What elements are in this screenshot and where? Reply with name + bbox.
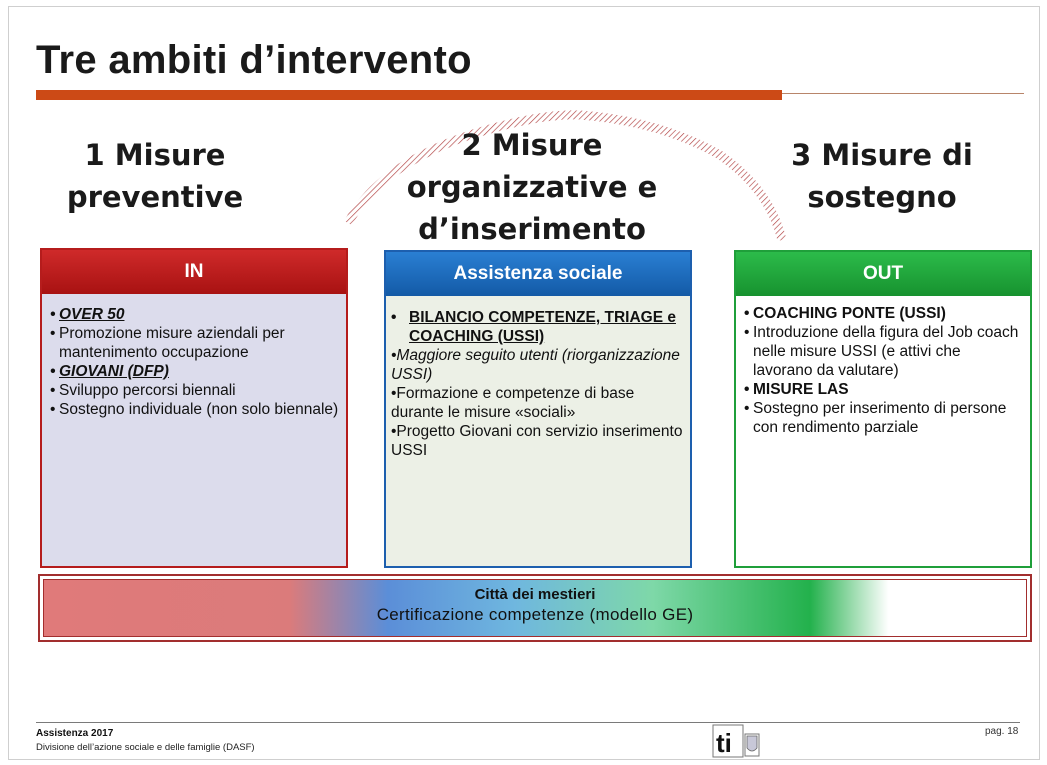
heading-line: 3 Misure di	[791, 138, 973, 172]
list-item: Introduzione della figura del Job coach …	[744, 323, 1024, 380]
list-item: OVER 50	[50, 305, 340, 324]
heading-line: preventive	[66, 180, 244, 214]
box-out: OUT COACHING PONTE (USSI) Introduzione d…	[734, 250, 1032, 568]
heading-misure-preventive: 1 Misure preventive	[40, 134, 270, 218]
heading-line: 2 Misure	[461, 128, 603, 162]
list-item: MISURE LAS	[744, 380, 1024, 399]
page-title: Tre ambiti d’intervento	[36, 38, 472, 82]
dome-arc-decoration	[344, 110, 787, 242]
box-assistenza-header: Assistenza sociale	[386, 252, 690, 296]
list-item: Promozione misure aziendali per mantenim…	[50, 324, 340, 362]
box-assistenza-sociale: Assistenza sociale BILANCIO COMPETENZE, …	[384, 250, 692, 568]
list-item: GIOVANI (DFP)	[50, 362, 340, 381]
heading-misure-sostegno: 3 Misure di sostegno	[752, 134, 1012, 218]
banner-subtitle: Certificazione competenze (modello GE)	[376, 605, 694, 624]
list-item: Sostegno per inserimento di persone con …	[744, 399, 1024, 437]
banner-gradient: Città dei mestieri Certificazione compet…	[43, 579, 1027, 637]
list-item: Sviluppo percorsi biennali	[50, 381, 340, 400]
list-item: COACHING PONTE (USSI)	[744, 304, 1024, 323]
ticino-logo-icon: ti	[712, 724, 760, 758]
list-item: •Maggiore seguito utenti (riorganizzazio…	[391, 347, 680, 383]
heading-line: 1 Misure	[84, 138, 226, 172]
list-item: •Formazione e competenze di base durante…	[391, 385, 635, 421]
slide-border	[8, 6, 1040, 760]
page-number: pag. 18	[985, 726, 1019, 737]
banner-title: Città dei mestieri	[474, 586, 596, 603]
heading-line: sostegno	[807, 180, 957, 214]
box-out-header: OUT	[736, 252, 1030, 296]
heading-line: organizzative e	[406, 170, 658, 204]
box-out-body: COACHING PONTE (USSI) Introduzione della…	[736, 296, 1030, 437]
footer-org: Assistenza 2017	[36, 728, 114, 739]
list-item-title: BILANCIO COMPETENZE, TRIAGE e COACHING (…	[391, 308, 684, 346]
footer-rule	[36, 722, 1020, 723]
heading-misure-organizzative: 2 Misure organizzative e d’inserimento	[402, 124, 662, 250]
list-item: Sostegno individuale (non solo biennale)	[50, 400, 340, 419]
svg-text:ti: ti	[716, 728, 732, 758]
box-assistenza-body: BILANCIO COMPETENZE, TRIAGE e COACHING (…	[386, 296, 690, 460]
box-in: IN OVER 50 Promozione misure aziendali p…	[40, 248, 348, 568]
box-in-body: OVER 50 Promozione misure aziendali per …	[42, 294, 346, 419]
title-accent-bar	[36, 90, 782, 100]
footer-division: Divisione dell’azione sociale e delle fa…	[36, 742, 255, 753]
list-item: •Progetto Giovani con servizio inserimen…	[391, 423, 683, 459]
title-rule	[782, 93, 1024, 94]
heading-line: d’inserimento	[418, 212, 646, 246]
box-in-header: IN	[42, 250, 346, 294]
citta-dei-mestieri-banner: Città dei mestieri Certificazione compet…	[38, 574, 1032, 642]
